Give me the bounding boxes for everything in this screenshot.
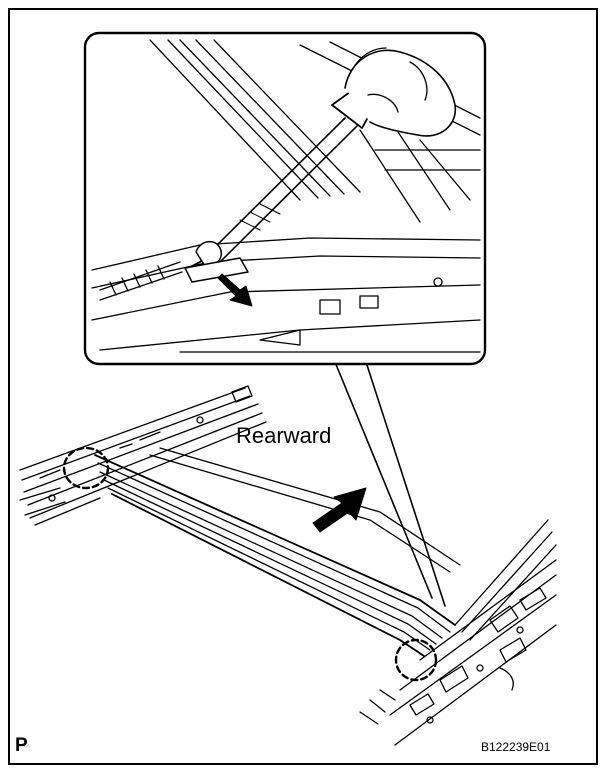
hand-icon <box>344 47 457 137</box>
arrow-rearward-icon <box>312 487 367 533</box>
figure-code: B122239E01 <box>481 740 551 754</box>
detail-inset <box>83 31 487 607</box>
clip-part <box>184 240 249 283</box>
corner-mark: P <box>15 735 28 756</box>
clip-highlight-icon <box>62 446 438 682</box>
sunroof-frame-assembly <box>19 385 557 746</box>
direction-label: Rearward <box>236 423 332 448</box>
arrow-pull-icon <box>217 273 253 307</box>
